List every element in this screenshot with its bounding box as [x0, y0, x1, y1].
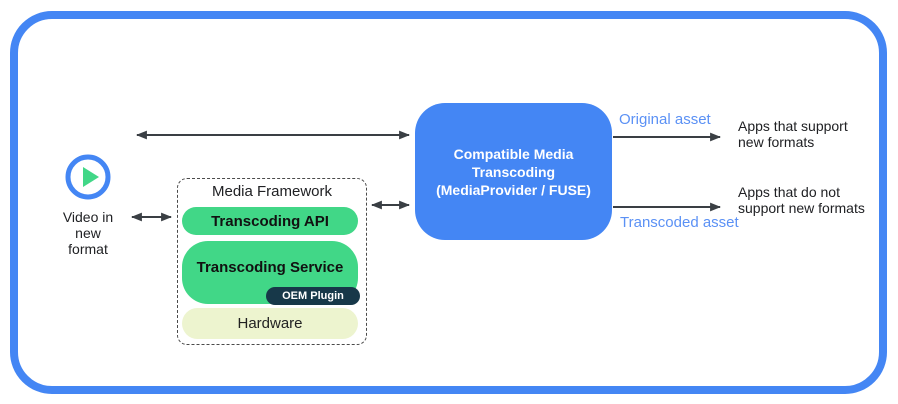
apps-not-support-new-formats-label: Apps that do not support new formats [738, 184, 865, 216]
outer-frame-border [10, 11, 887, 394]
original-asset-label: Original asset [619, 111, 711, 128]
apps-support-new-formats-label: Apps that support new formats [738, 118, 848, 150]
hardware-pill: Hardware [182, 308, 358, 339]
oem-plugin-pill: OEM Plugin [266, 287, 360, 305]
oem-plugin-label: OEM Plugin [282, 290, 344, 302]
hardware-label: Hardware [237, 315, 303, 332]
transcoding-service-label: Transcoding Service [196, 259, 344, 276]
transcoding-api-pill: Transcoding API [182, 207, 358, 235]
play-icon-triangle [83, 167, 99, 187]
play-icon [65, 154, 111, 200]
compatible-media-transcoding-label: Compatible Media Transcoding (MediaProvi… [436, 145, 591, 198]
transcoded-asset-label: Transcoded asset [620, 214, 739, 231]
media-framework-title: Media Framework [211, 183, 333, 200]
compatible-media-transcoding-box: Compatible Media Transcoding (MediaProvi… [415, 103, 612, 240]
transcoding-api-label: Transcoding API [211, 212, 329, 230]
video-source-label: Video in new format [62, 209, 114, 257]
